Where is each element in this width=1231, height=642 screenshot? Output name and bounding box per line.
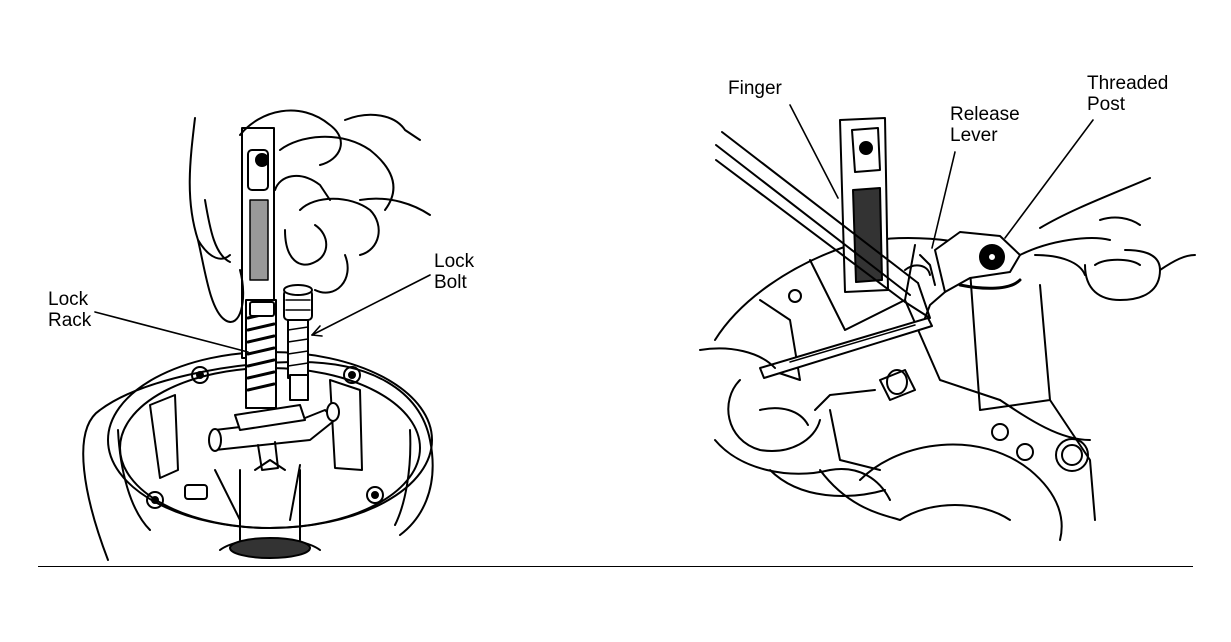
release-lever-leader xyxy=(931,151,956,249)
lock-rack-label: Lock Rack xyxy=(48,289,92,331)
release-lever xyxy=(924,231,1022,319)
lock-bolt-leader xyxy=(311,274,431,336)
lock-rack-leader xyxy=(94,311,249,353)
release-lever-label: Release Lever xyxy=(950,104,1020,146)
finger-label: Finger xyxy=(728,78,782,99)
finger-part xyxy=(839,117,889,293)
lock-bolt-label: Lock Bolt xyxy=(434,251,475,293)
lock-bolt-assembly xyxy=(208,284,340,471)
finger-leader xyxy=(789,104,839,199)
threaded-post-label: Threaded Post xyxy=(1087,73,1169,115)
right-housing xyxy=(714,236,1096,541)
left-hand xyxy=(188,109,431,323)
left-housing xyxy=(82,351,434,561)
threaded-post-leader xyxy=(1004,119,1094,239)
screwdriver xyxy=(759,317,933,379)
right-illustration xyxy=(699,104,1196,541)
bottom-rule xyxy=(38,566,1193,567)
pointing-tool xyxy=(715,131,931,319)
right-hands xyxy=(699,177,1196,521)
left-illustration xyxy=(82,109,434,561)
lock-rack xyxy=(241,127,277,409)
